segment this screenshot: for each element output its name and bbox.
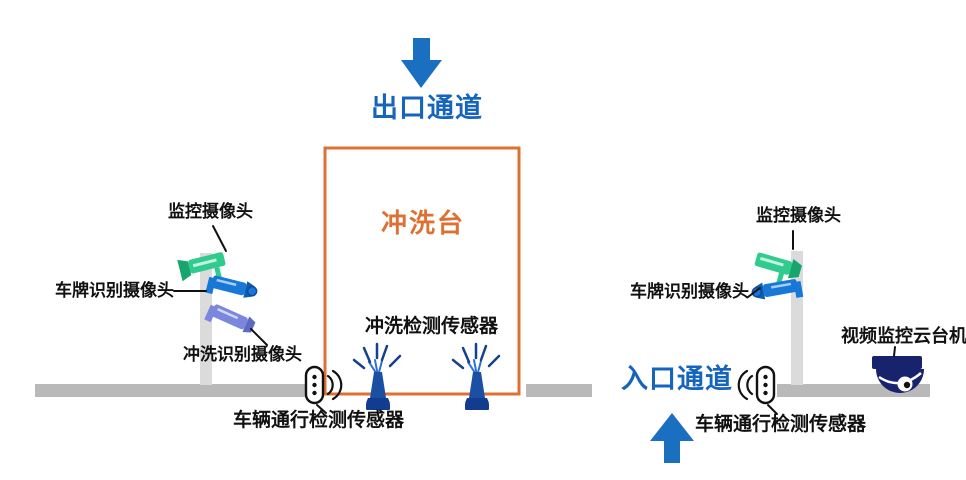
wash-bay-title: 冲洗台 xyxy=(380,208,466,238)
plate-camera-left-label: 车牌识别摄像头 xyxy=(55,281,174,300)
monitor-camera-left-label: 监控摄像头 xyxy=(168,202,253,221)
spray-sensor-label: 冲洗检测传感器 xyxy=(365,316,499,337)
ptz-camera-label: 视频监控云台机 xyxy=(841,326,966,346)
pointer-ptz xyxy=(893,346,896,357)
vehicle-sensor-right-label: 车辆通行检测传感器 xyxy=(695,414,867,435)
ptz-dome-camera-icon xyxy=(872,356,924,393)
pointer-lines xyxy=(173,225,896,415)
vehicle-sensor-right-icon xyxy=(737,365,776,405)
plate-camera-right-label: 车牌识别摄像头 xyxy=(630,282,749,301)
road-left xyxy=(35,384,310,397)
sprinkler-right-icon xyxy=(451,342,501,410)
down-arrow-icon xyxy=(401,38,442,88)
plate-camera-right-icon xyxy=(751,279,804,300)
vehicle-sensor-left-label: 车辆通行检测传感器 xyxy=(233,410,405,431)
pointer-sensor-right xyxy=(767,404,778,415)
monitor-camera-right-icon xyxy=(754,252,802,284)
pointer-sensor-left xyxy=(316,404,327,414)
sprinkler-left-icon xyxy=(352,342,402,410)
monitor-camera-left-icon xyxy=(177,252,226,282)
road-middle xyxy=(526,384,592,397)
plate-camera-left-icon xyxy=(205,275,258,298)
wash-bay-outline xyxy=(323,146,521,396)
monitor-camera-right-label: 监控摄像头 xyxy=(756,206,841,225)
wash-camera-left-icon xyxy=(204,304,256,333)
pointer-monitor-left xyxy=(212,225,227,252)
vehicle-sensor-left-icon xyxy=(304,365,343,405)
exit-channel-label: 出口通道 xyxy=(371,93,483,123)
entrance-channel-label: 入口通道 xyxy=(621,364,733,394)
pointer-wash-left xyxy=(250,328,268,346)
wash-camera-left-label: 冲洗识别摄像头 xyxy=(183,345,302,364)
up-arrow-icon xyxy=(650,413,694,463)
pointer-plate-right xyxy=(747,287,761,298)
